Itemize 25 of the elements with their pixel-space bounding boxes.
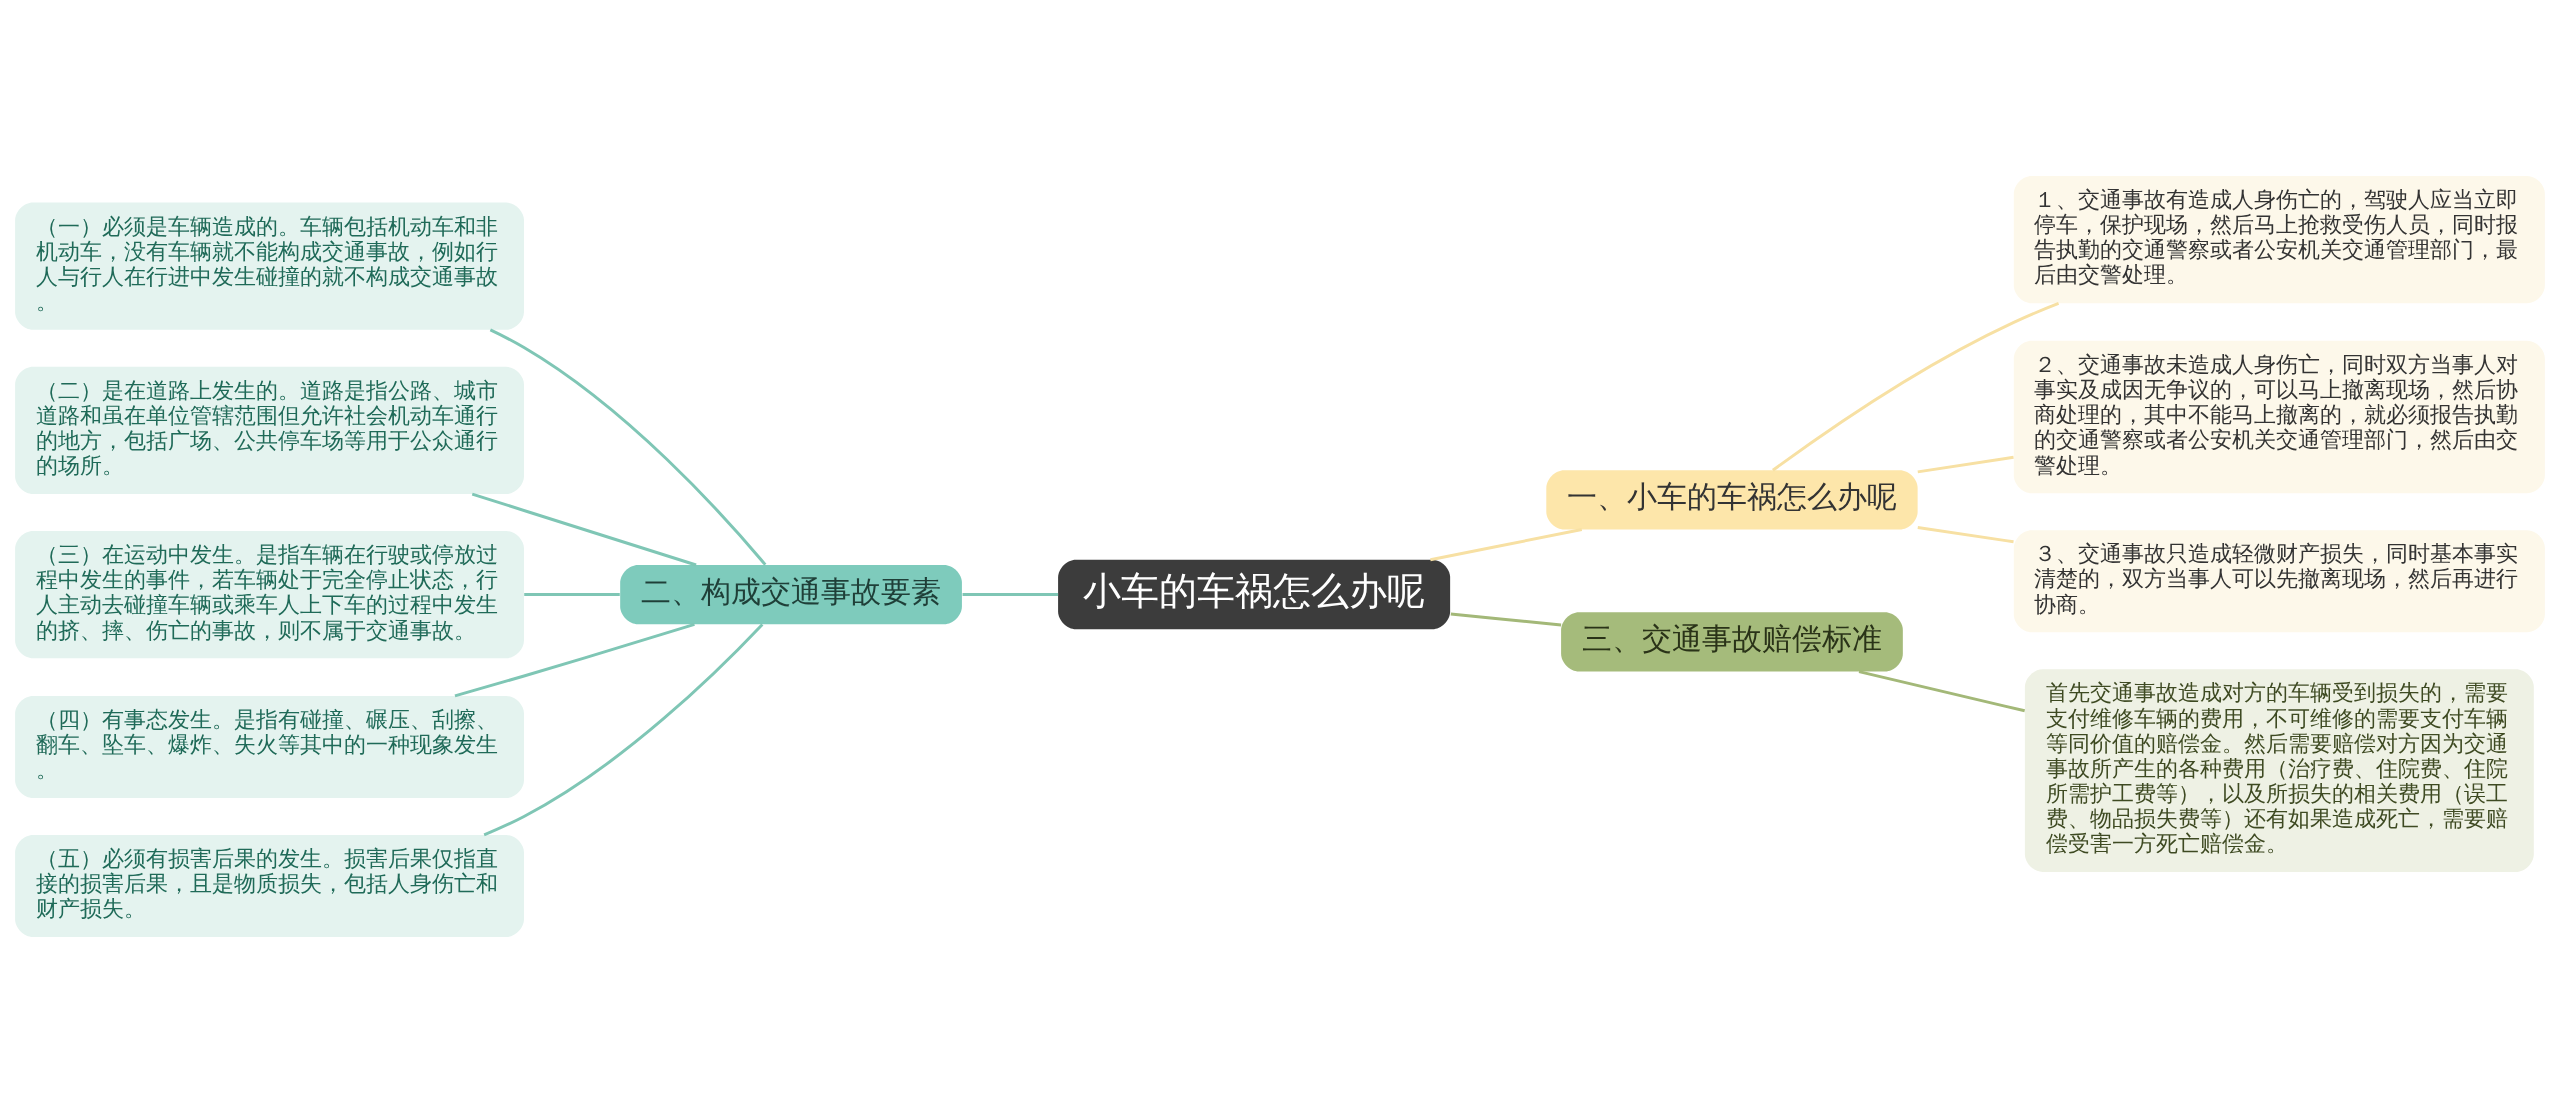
connector xyxy=(1858,670,2026,713)
node-box: 小车的车祸怎么办呢 xyxy=(1058,559,1451,630)
node-box: １、交通事故有造成人身伤亡的，驾驶人应当立即停车，保护现场，然后马上抢救受伤人员，同时报告执勤的交通警察或者公安机关交通管理部门，最后由交警处理。 xyxy=(2013,175,2545,304)
node-box: （四）有事态发生。是指有碰撞、碾压、刮擦、翻车、坠车、爆炸、失火等其中的一种现象发生。 xyxy=(15,695,524,798)
node-box: 一、小车的车祸怎么办呢 xyxy=(1546,470,1918,530)
connector xyxy=(1772,302,2060,472)
node-box: （五）必须有损害后果的发生。损害后果仅指直接的损害后果，且是物质损失，包括人身伤亡和财产损失。 xyxy=(15,835,524,938)
connector xyxy=(1430,528,1583,562)
node-box: 三、交通事故赔偿标准 xyxy=(1561,612,1903,672)
connector xyxy=(483,623,764,837)
node-box: ３、交通事故只造成轻微财产损失，同时基本事实清楚的，双方当事人可以先撤离现场，然后再进行协商。 xyxy=(2013,530,2545,633)
node-box: （三）在运动中发生。是指车辆在行驶或停放过程中发生的事件，若车辆处于完全停止状态，行人主动去碰撞车辆或乘车人上下车的过程中发生的挤、摔、伤亡的事故，则不属于交通事故。 xyxy=(15,531,524,659)
connector xyxy=(471,492,697,567)
node-box: （二）是在道路上发生的。道路是指公路、城市道路和虽在单位管辖范围但允许社会机动车通行的地方，包括广场、公共停车场等用于公众通行的场所。 xyxy=(15,366,524,494)
connector xyxy=(1917,455,2014,474)
connector xyxy=(1450,612,1562,627)
connector xyxy=(489,328,767,566)
node-box: （一）必须是车辆造成的。车辆包括机动车和非机动车，没有车辆就不能构成交通事故，例如行人与行人在行进中发生碰撞的就不构成交通事故。 xyxy=(15,202,524,330)
connector xyxy=(962,593,1059,597)
node-box: ２、交通事故未造成人身伤亡，同时双方当事人对事实及成因无争议的，可以马上撤离现场，然后协商处理的，其中不能马上撤离的，就必须报告执勤的交通警察或者公安机关交通管理部门，然后由交警处理。 xyxy=(2013,340,2545,494)
connector xyxy=(454,622,695,698)
connector xyxy=(1917,526,2014,544)
connector xyxy=(524,593,620,597)
node-box: 二、构成交通事故要素 xyxy=(620,565,962,625)
node-box: 首先交通事故造成对方的车辆受到损失的，需要支付维修车辆的费用，不可维修的需要支付车辆等同价值的赔偿金。然后需要赔偿对方因为交通事故所产生的各种费用（治疗费、住院费、住院所需护工费等），以及所损失的相关费用（误工费、物品损失费等）还有如果造成死亡，需要赔偿受害一方死亡赔偿金。 xyxy=(2024,669,2534,872)
